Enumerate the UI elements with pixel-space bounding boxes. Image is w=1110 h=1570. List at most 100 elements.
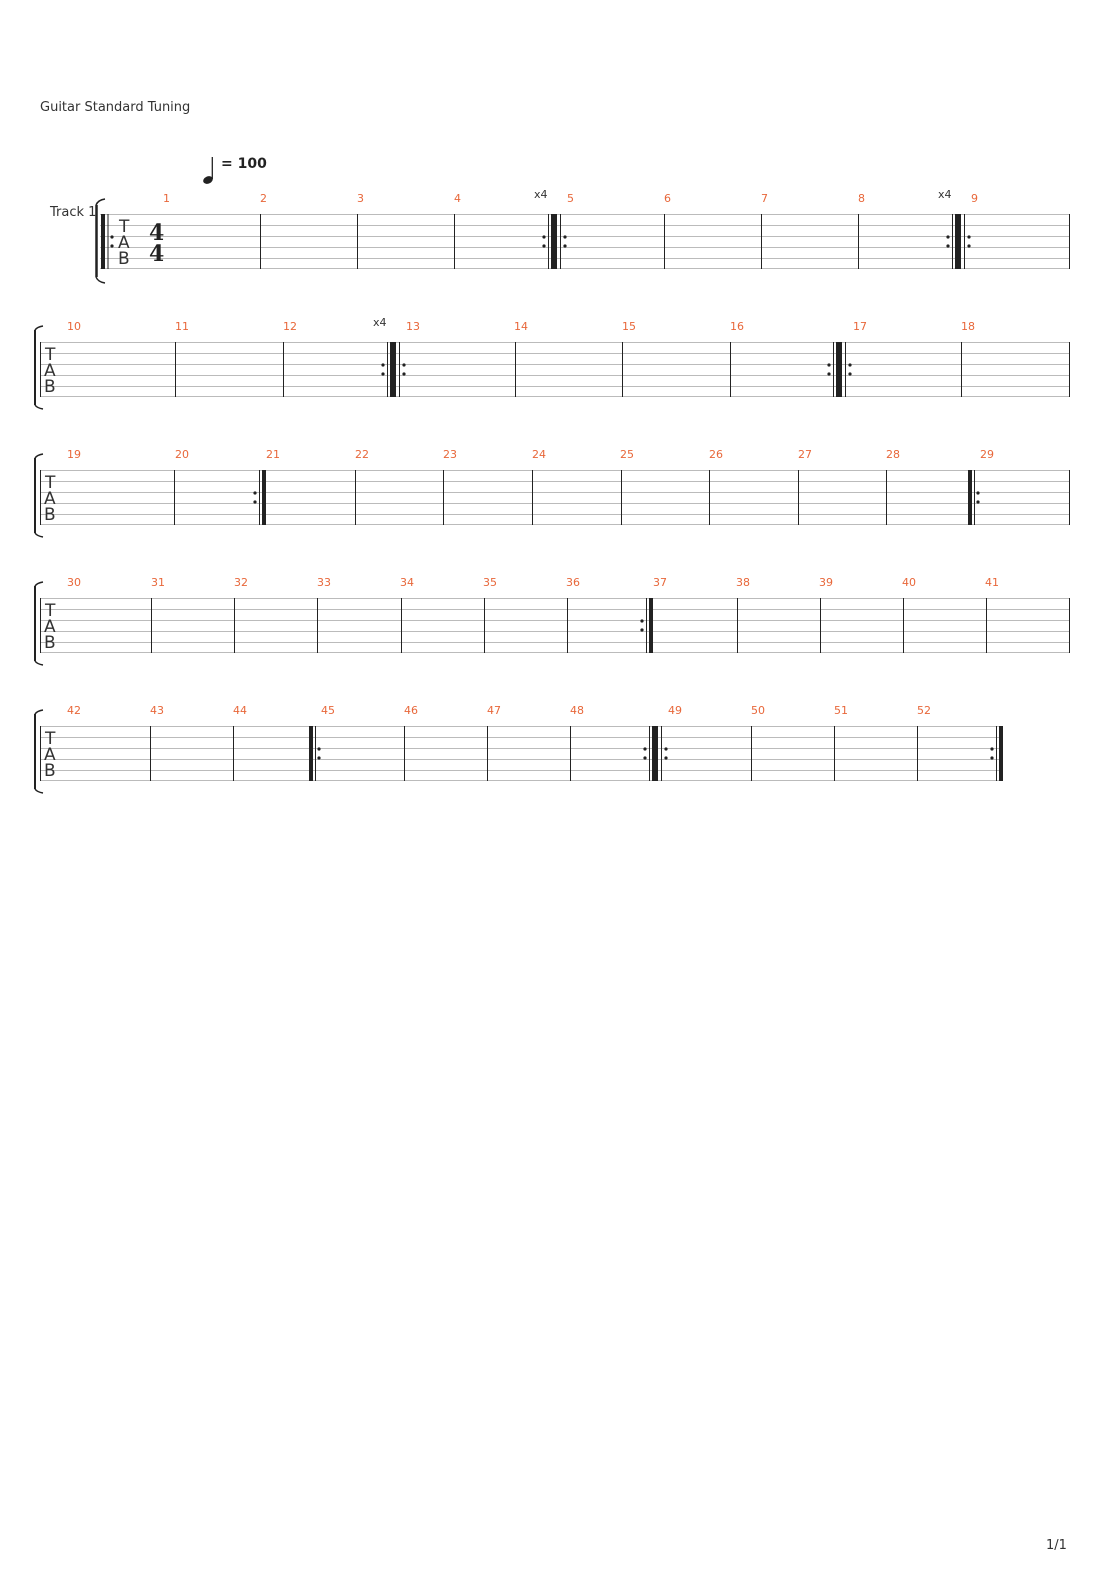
measure-number: 27 [798, 448, 812, 461]
staff-lines [40, 342, 1070, 397]
repeat-start-barline [309, 726, 321, 781]
measure-number: 40 [902, 576, 916, 589]
system-4: T A B 30 31 32 33 34 35 36 37 38 39 40 4… [34, 576, 1070, 666]
repeat-count: x4 [373, 316, 387, 329]
measure-number: 4 [454, 192, 461, 205]
measure-number: 1 [163, 192, 170, 205]
tab-clef-t: T [44, 473, 56, 493]
measure-number: 7 [761, 192, 768, 205]
measure-number: 33 [317, 576, 331, 589]
staff-lines [100, 214, 1070, 269]
measure-number: 38 [736, 576, 750, 589]
measure-number: 12 [283, 320, 297, 333]
tab-clef-b: B [44, 633, 56, 653]
measure-number: 29 [980, 448, 994, 461]
measure-number: 3 [357, 192, 364, 205]
measure-number: 6 [664, 192, 671, 205]
tab-clef-t: T [44, 601, 56, 621]
measure-number: 9 [971, 192, 978, 205]
measure-number: 52 [917, 704, 931, 717]
tab-clef-b: B [44, 761, 56, 781]
measure-number: 25 [620, 448, 634, 461]
quarter-note-icon [203, 157, 213, 184]
staff-lines [40, 470, 1070, 525]
measure-number: 20 [175, 448, 189, 461]
measure-number: 37 [653, 576, 667, 589]
tab-clef-t: T [118, 217, 130, 237]
measure-number: 36 [566, 576, 580, 589]
measure-number: 51 [834, 704, 848, 717]
system-brace [34, 709, 44, 794]
measure-number: 26 [709, 448, 723, 461]
tab-clef-a: A [44, 489, 56, 509]
repeat-double-barline [827, 342, 852, 397]
time-signature-denominator: 4 [149, 241, 164, 267]
measure-number: 48 [570, 704, 584, 717]
time-signature-numerator: 4 [149, 220, 164, 246]
measure-number: 15 [622, 320, 636, 333]
measure-number: 39 [819, 576, 833, 589]
staff-lines [40, 598, 1070, 653]
system-brace [34, 453, 44, 538]
measure-number: 49 [668, 704, 682, 717]
track-bracket [95, 198, 106, 284]
tab-clef-t: T [44, 729, 56, 749]
repeat-count: x4 [534, 188, 548, 201]
measure-number: 47 [487, 704, 501, 717]
tab-clef-a: A [44, 361, 56, 381]
measure-number: 24 [532, 448, 546, 461]
repeat-end-barline [253, 470, 266, 525]
measure-number: 44 [233, 704, 247, 717]
tab-clef-a: A [44, 617, 56, 637]
measure-number: 13 [406, 320, 420, 333]
measure-number: 21 [266, 448, 280, 461]
tab-clef-b: B [44, 505, 56, 525]
system-brace [34, 581, 44, 666]
measure-number: 11 [175, 320, 189, 333]
tab-clef-a: A [118, 233, 130, 253]
measure-number: 34 [400, 576, 414, 589]
system-2: T A B x4 10 11 12 13 14 15 16 17 18 [34, 316, 1070, 410]
tempo-marking: = 100 [203, 155, 273, 187]
measure-number: 23 [443, 448, 457, 461]
measure-number: 50 [751, 704, 765, 717]
repeat-double-barline [542, 214, 567, 269]
system-5: T A B 42 43 44 45 46 47 48 49 50 51 52 [34, 704, 1003, 794]
measure-number: 8 [858, 192, 865, 205]
tab-clef-a: A [44, 745, 56, 765]
repeat-double-barline [643, 726, 668, 781]
measure-number: 22 [355, 448, 369, 461]
measure-number: 30 [67, 576, 81, 589]
measure-number: 31 [151, 576, 165, 589]
measure-number: 43 [150, 704, 164, 717]
page-number: 1/1 [1046, 1538, 1067, 1553]
measure-number: 45 [321, 704, 335, 717]
repeat-double-barline [381, 342, 406, 397]
system-brace [34, 325, 44, 410]
repeat-start-barline [101, 214, 114, 269]
tab-clef-b: B [44, 377, 56, 397]
staff-lines [40, 726, 1002, 781]
measure-number: 35 [483, 576, 497, 589]
measure-number: 2 [260, 192, 267, 205]
repeat-start-barline [968, 470, 980, 525]
repeat-end-barline [990, 726, 1003, 781]
measure-number: 10 [67, 320, 81, 333]
measure-number: 14 [514, 320, 528, 333]
tuning-label: Guitar Standard Tuning [40, 100, 191, 115]
measure-number: 46 [404, 704, 418, 717]
measure-number: 16 [730, 320, 744, 333]
repeat-double-barline [946, 214, 971, 269]
measure-number: 42 [67, 704, 81, 717]
track-name: Track 1 [50, 205, 97, 220]
measure-number: 5 [567, 192, 574, 205]
system-1: T A B 4 4 x4 x4 [100, 188, 1070, 269]
measure-number: 18 [961, 320, 975, 333]
measure-number: 19 [67, 448, 81, 461]
measure-number: 32 [234, 576, 248, 589]
repeat-count: x4 [938, 188, 952, 201]
measure-number: 17 [853, 320, 867, 333]
measure-number: 28 [886, 448, 900, 461]
system-3: T A B 19 20 21 22 23 24 25 26 27 28 29 [34, 448, 1070, 538]
